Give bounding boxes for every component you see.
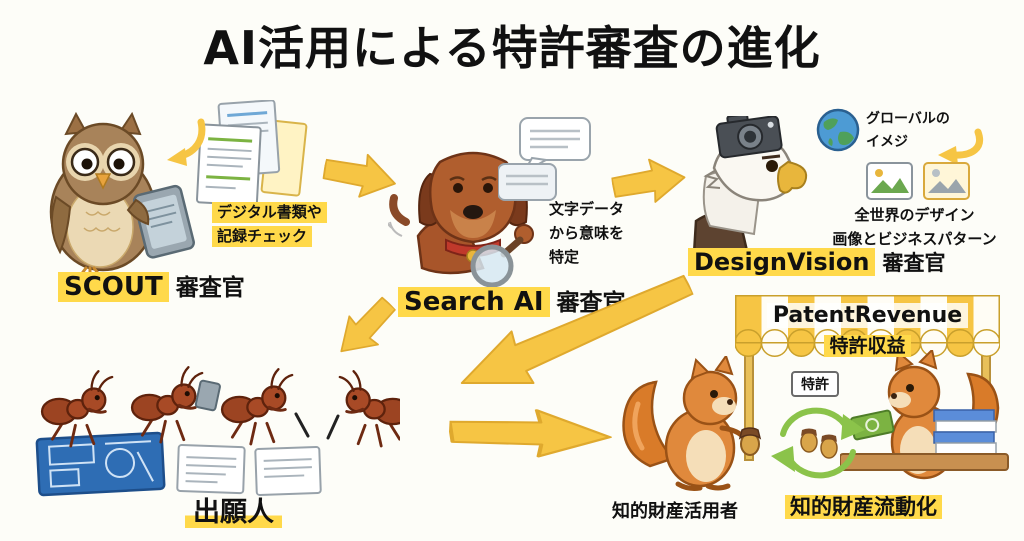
- designvision-role: 審査官: [882, 251, 946, 275]
- arrow-applicant-to-market: [447, 409, 612, 458]
- patent-label: 特許: [791, 371, 839, 397]
- globe-icon: [816, 108, 860, 152]
- paper-icon: [254, 445, 322, 496]
- arrow-globe-loop: [938, 128, 983, 165]
- eagle-icon: [692, 116, 808, 266]
- search-name: Search AI: [398, 287, 550, 317]
- exchange-arrows-icon: [771, 407, 865, 479]
- scout-role: 審査官: [175, 275, 245, 301]
- arrow-docs-to-owl: [167, 118, 206, 166]
- globe-caption-line1: グローバルの: [866, 111, 950, 127]
- ip-user-label: 知的財産活用者: [612, 501, 738, 522]
- scout-caption: デジタル書類や 記録チェック: [212, 202, 327, 250]
- market-banner-subtitle: 特許収益: [750, 331, 985, 358]
- search-caption: 文字データ から意味を 特定: [549, 199, 624, 271]
- scout-name: SCOUT: [58, 272, 169, 302]
- search-caption-line2: から意味を: [549, 224, 625, 242]
- globe-caption-line2: イメジ: [866, 133, 908, 150]
- search-caption-line3: 特定: [549, 248, 580, 266]
- designvision-name: DesignVision: [688, 248, 876, 276]
- design-images-icon: [866, 162, 970, 200]
- paper-icon: [176, 443, 246, 495]
- scout-caption-line1: デジタル書類や: [212, 202, 327, 223]
- designvision-caption: 全世界のデザイン 画像とビジネスパターン: [812, 205, 1017, 253]
- designvision-caption-line1: 全世界のデザイン: [854, 206, 975, 224]
- owl-icon: [49, 112, 195, 277]
- designvision-caption-line2: 画像とビジネスパターン: [832, 230, 997, 248]
- ip-flow-label: 知的財産流動化: [785, 491, 942, 521]
- scout-caption-line2: 記録チェック: [212, 226, 313, 247]
- camera-icon: [715, 116, 783, 159]
- acorn-icon: [738, 427, 762, 456]
- speech-bubbles-icon: [498, 117, 591, 201]
- acorn-icon: [800, 428, 838, 459]
- globe-caption: グローバルの イメジ: [866, 110, 950, 155]
- blueprint-icon: [35, 431, 166, 497]
- ants-illustration: [35, 365, 400, 497]
- tablet-icon: [132, 184, 195, 259]
- squirrel-left-icon: [622, 356, 762, 491]
- documents-icon: [195, 100, 308, 207]
- magnifier-icon: [470, 224, 534, 288]
- counter-icon: [840, 453, 1009, 471]
- paper-stack-icon: [933, 409, 997, 455]
- arrow-search-to-designvision: [610, 158, 686, 203]
- market-banner-title: PatentRevenue: [750, 303, 985, 328]
- arrow-search-to-applicant: [340, 296, 397, 353]
- search-caption-line1: 文字データ: [549, 200, 625, 218]
- arrow-designvision-to-applicant: [460, 274, 695, 385]
- page-title: AI活用による特許審査の進化: [203, 21, 821, 75]
- applicant-label: 出願人: [185, 490, 282, 529]
- arrow-scout-to-search: [322, 153, 396, 198]
